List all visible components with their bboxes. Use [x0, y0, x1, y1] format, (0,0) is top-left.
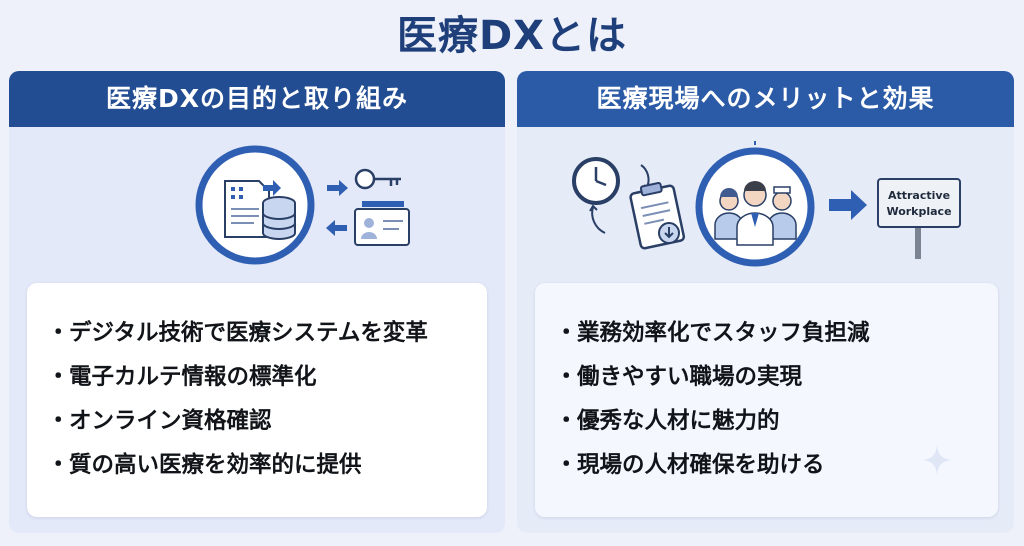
right-panel: 医療現場へのメリットと効果 [517, 71, 1014, 533]
id-card-icon [354, 201, 410, 246]
right-illustration: Attractive Workplace [572, 141, 961, 267]
sparkle-icon [922, 445, 952, 475]
arrow-right-icon [263, 180, 281, 196]
left-panel: 医療DXの目的と取り組み [9, 71, 505, 533]
database-icon [262, 196, 296, 240]
list-item: ・業務効率化でスタッフ負担減 [555, 320, 870, 346]
left-bullet-list: ・デジタル技術で医療システムを変革 ・電子カルテ情報の標準化 ・オンライン資格確… [27, 283, 487, 487]
list-item: ・デジタル技術で医療システムを変革 [47, 320, 428, 346]
list-item: ・質の高い医療を効率的に提供 [47, 452, 362, 478]
right-bullet-list: ・業務効率化でスタッフ負担減 ・働きやすい職場の実現 ・優秀な人材に魅力的 ・現… [535, 283, 998, 487]
left-panel-header: 医療DXの目的と取り組み [9, 71, 505, 127]
page-title: 医療DXとは [396, 13, 628, 59]
signpost-line-2: Workplace [886, 205, 951, 218]
list-item: ・働きやすい職場の実現 [555, 364, 803, 390]
key-icon [354, 168, 401, 190]
signpost-line-1: Attractive [888, 189, 950, 202]
list-item: ・オンライン資格確認 [47, 408, 272, 434]
left-illustration [195, 145, 410, 265]
arrow-right-icon [327, 180, 348, 196]
right-panel-header: 医療現場へのメリットと効果 [517, 71, 1014, 127]
arrow-left-icon [326, 220, 347, 236]
left-bullet-card: ・デジタル技術で医療システムを変革 ・電子カルテ情報の標準化 ・オンライン資格確… [27, 283, 487, 517]
list-item: ・現場の人材確保を助ける [555, 452, 825, 478]
medical-staff-icon [695, 141, 815, 267]
list-item: ・電子カルテ情報の標準化 [47, 364, 317, 390]
list-item: ・優秀な人材に魅力的 [555, 408, 780, 434]
signpost-icon: Attractive Workplace [877, 178, 961, 259]
clipboard-icon [629, 181, 686, 250]
arrow-right-icon [829, 190, 867, 220]
right-bullet-card: ・業務効率化でスタッフ負担減 ・働きやすい職場の実現 ・優秀な人材に魅力的 ・現… [535, 283, 998, 517]
clock-icon [572, 157, 651, 234]
